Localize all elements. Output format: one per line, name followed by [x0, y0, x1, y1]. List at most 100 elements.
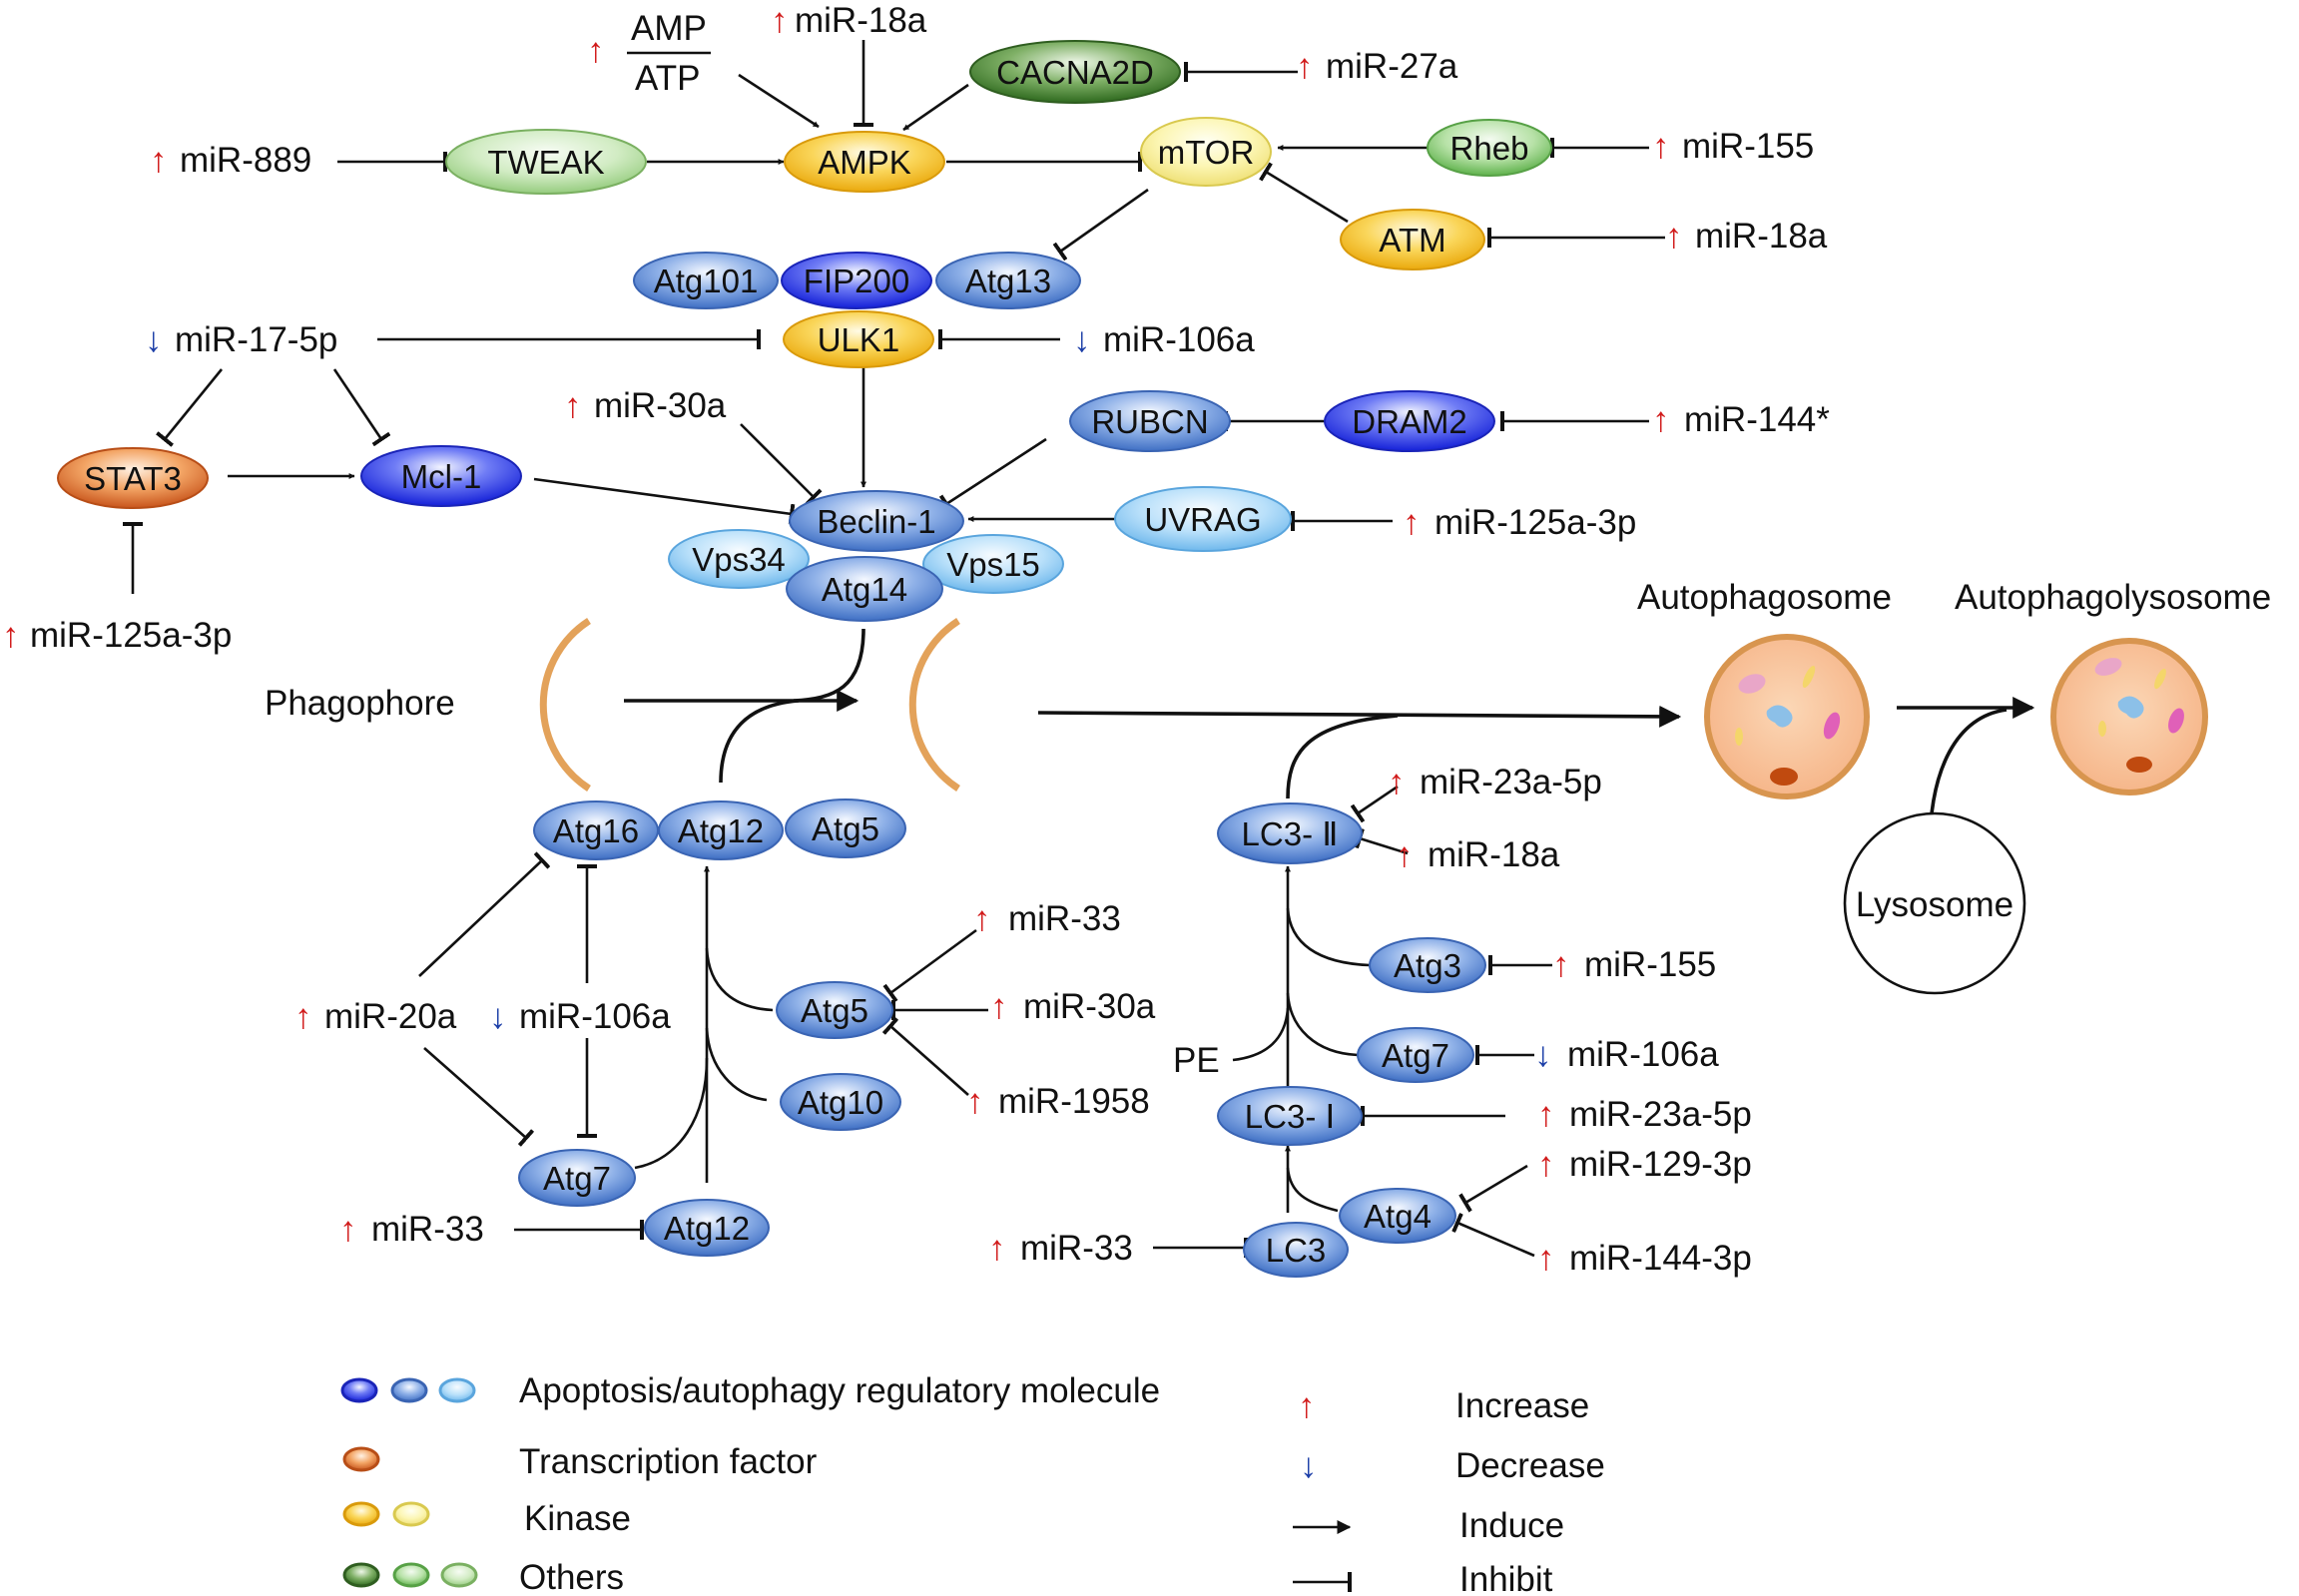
node-atm: ATM: [1340, 209, 1485, 270]
mirna-label: miR-23a-5p: [1569, 1095, 1752, 1134]
node-tweak: TWEAK: [445, 129, 647, 195]
svg-text:CACNA2D: CACNA2D: [996, 54, 1154, 91]
up-arrow: ↑: [1296, 47, 1314, 86]
svg-text:Atg5: Atg5: [801, 992, 868, 1029]
svg-text:LC3- Ⅱ: LC3- Ⅱ: [1242, 815, 1339, 852]
svg-text:RUBCN: RUBCN: [1091, 403, 1208, 440]
svg-text:Atg10: Atg10: [798, 1084, 883, 1121]
legend-apoptosis-label: Apoptosis/autophagy regulatory molecule: [519, 1371, 1160, 1410]
svg-text:DRAM2: DRAM2: [1352, 403, 1467, 440]
mirna-label: miR-889: [180, 141, 311, 180]
pe-label: PE: [1173, 1041, 1220, 1080]
down-arrow: ↓: [145, 320, 163, 359]
node-atg12-top: Atg12: [658, 800, 784, 860]
node-atg5-mid: Atg5: [776, 981, 893, 1039]
nodes: CACNA2D TWEAK AMPK mTOR Rheb ATM Atg101: [57, 40, 1552, 1278]
mirna-label: miR-18a: [795, 1, 927, 40]
node-atg12-bot: Atg12: [644, 1199, 770, 1257]
down-arrow: ↓: [489, 997, 507, 1036]
legend: Apoptosis/autophagy regulatory molecule …: [340, 1371, 1605, 1596]
atp-label: ATP: [635, 59, 700, 98]
svg-text:Atg13: Atg13: [965, 263, 1051, 299]
up-arrow: ↑: [1552, 945, 1570, 984]
up-arrow: ↑: [150, 141, 168, 180]
up-arrow: ↑: [1652, 127, 1670, 166]
down-arrow: ↓: [1073, 320, 1091, 359]
lysosome-label: Lysosome: [1856, 885, 2013, 924]
up-arrow: ↑: [2, 616, 20, 655]
mirna-label: miR-1958: [998, 1082, 1150, 1121]
node-atg7-right: Atg7: [1357, 1027, 1474, 1083]
node-atg101: Atg101: [633, 252, 779, 309]
phagophore-membrane: [539, 618, 591, 792]
svg-text:Rheb: Rheb: [1450, 130, 1529, 167]
legend-others-swatches: [342, 1562, 478, 1588]
svg-text:Atg3: Atg3: [1394, 947, 1461, 984]
svg-text:Atg12: Atg12: [664, 1210, 750, 1247]
up-arrow: ↑: [771, 1, 789, 40]
svg-text:STAT3: STAT3: [84, 460, 182, 497]
svg-text:mTOR: mTOR: [1158, 134, 1255, 171]
labels: ↑ AMP ATP ↑ miR-18a ↑ miR-27a ↑ miR-889 …: [2, 1, 2271, 1278]
svg-text:LC3- Ⅰ: LC3- Ⅰ: [1245, 1098, 1335, 1135]
mirna-label: miR-18a: [1428, 835, 1560, 874]
node-fip200: FIP200: [781, 252, 932, 309]
lysosome: Lysosome: [1843, 811, 2026, 995]
legend-transcription-swatch: [342, 1446, 380, 1472]
autophagosome: [1704, 634, 1870, 799]
up-arrow: ↑: [1396, 835, 1414, 874]
node-atg5-top: Atg5: [785, 798, 906, 858]
node-atg4: Atg4: [1339, 1188, 1456, 1244]
autophagolysosome-label: Autophagolysosome: [1955, 578, 2271, 617]
mirna-label: miR-23a-5p: [1420, 763, 1602, 801]
legend-inhibit-label: Inhibit: [1459, 1560, 1553, 1596]
svg-text:Atg5: Atg5: [812, 810, 879, 847]
mirna-label: miR-33: [371, 1210, 484, 1249]
mirna-label: miR-144-3p: [1569, 1239, 1752, 1278]
node-lc3-i: LC3- Ⅰ: [1217, 1086, 1363, 1146]
node-vps15: Vps15: [922, 534, 1064, 594]
svg-text:FIP200: FIP200: [804, 263, 909, 299]
svg-text:Atg7: Atg7: [543, 1160, 611, 1197]
legend-increase-label: Increase: [1455, 1386, 1589, 1425]
node-ulk1: ULK1: [783, 310, 934, 368]
up-arrow: ↑: [966, 1082, 984, 1121]
mirna-label: miR-106a: [1567, 1035, 1719, 1074]
up-arrow: ↑: [988, 1229, 1006, 1268]
mirna-label: miR-129-3p: [1569, 1145, 1752, 1184]
node-rheb: Rheb: [1427, 119, 1552, 177]
node-lc3: LC3: [1243, 1222, 1349, 1278]
node-cacna2d: CACNA2D: [969, 40, 1181, 104]
up-arrow: ↑: [1665, 217, 1683, 256]
legend-decrease-label: Decrease: [1455, 1446, 1605, 1485]
svg-text:LC3: LC3: [1266, 1232, 1327, 1269]
node-vps34: Vps34: [668, 529, 810, 589]
connectors: [123, 40, 2035, 1258]
legend-induce-label: Induce: [1459, 1506, 1564, 1545]
mirna-label: miR-125a-3p: [30, 616, 232, 655]
phagophore-membrane-2: [908, 618, 960, 792]
mirna-label: miR-18a: [1695, 217, 1828, 256]
mirna-label: miR-20a: [324, 997, 457, 1036]
mirna-label: miR-33: [1020, 1229, 1133, 1268]
svg-text:TWEAK: TWEAK: [487, 144, 604, 181]
svg-text:Atg101: Atg101: [654, 263, 759, 299]
mirna-label: miR-30a: [1023, 987, 1156, 1026]
phagophore-label: Phagophore: [265, 684, 455, 723]
svg-text:ATM: ATM: [1379, 222, 1445, 259]
mirna-label: miR-144*: [1684, 400, 1830, 439]
mirna-label: miR-125a-3p: [1435, 503, 1636, 542]
up-arrow: ↑: [564, 386, 582, 425]
vesicles: Lysosome: [539, 618, 2208, 995]
node-atg16: Atg16: [533, 800, 659, 860]
node-ampk: AMPK: [784, 131, 945, 193]
mirna-label: miR-106a: [519, 997, 671, 1036]
node-atg7-left: Atg7: [518, 1149, 636, 1207]
legend-up-arrow-icon: ↑: [1298, 1386, 1316, 1425]
amp-label: AMP: [631, 9, 707, 48]
mirna-label: miR-17-5p: [175, 320, 337, 359]
up-arrow: ↑: [1537, 1145, 1555, 1184]
svg-text:Vps15: Vps15: [946, 546, 1040, 583]
node-mtor: mTOR: [1140, 117, 1272, 187]
